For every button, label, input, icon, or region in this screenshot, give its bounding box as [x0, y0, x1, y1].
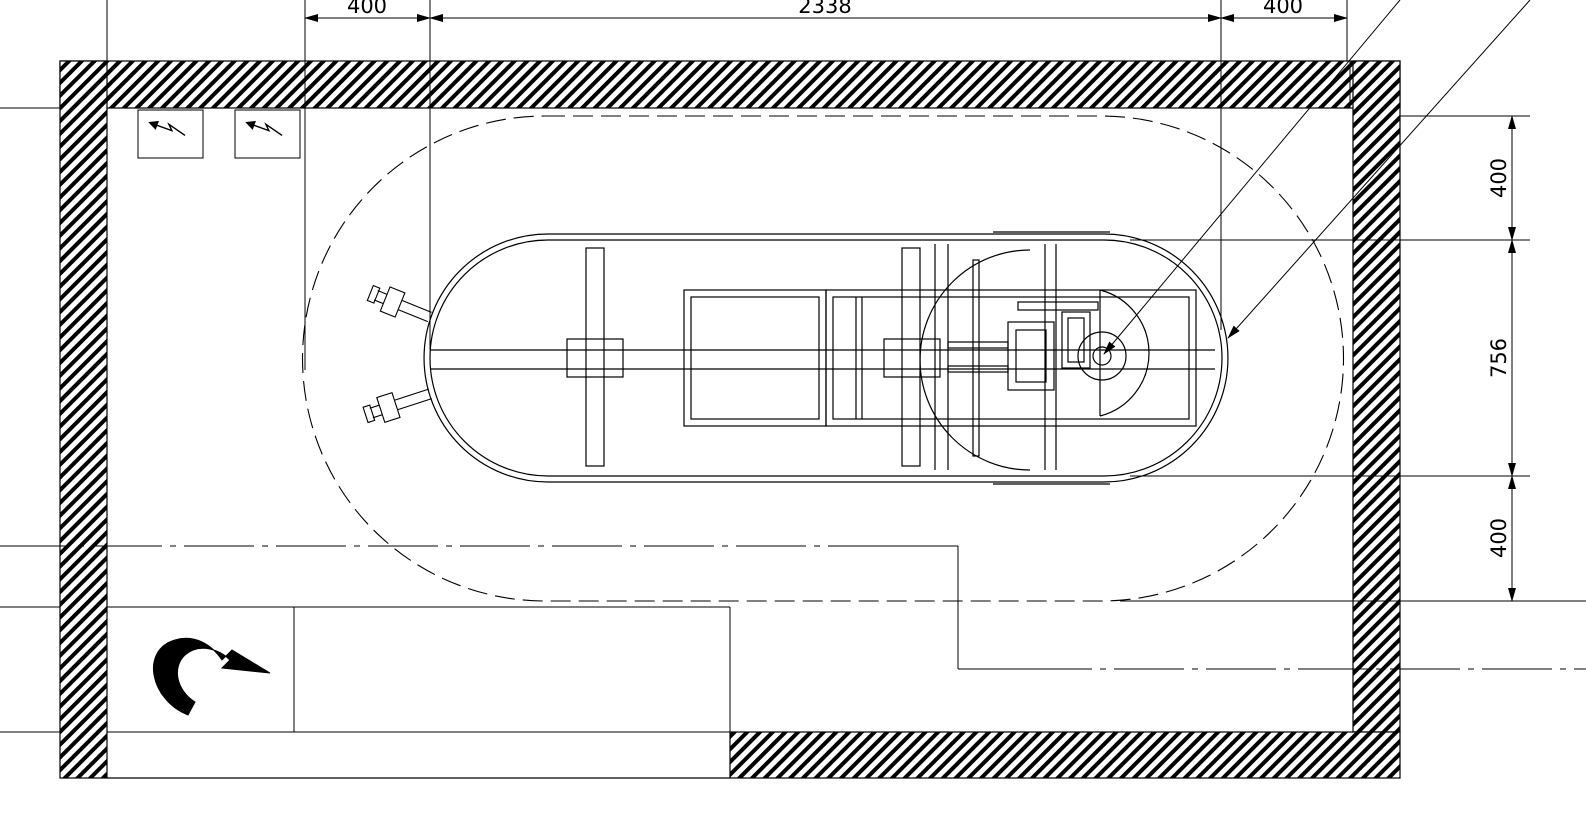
- wall-right: [1352, 60, 1401, 733]
- dim-right-clearance: 400: [1263, 0, 1303, 18]
- wall-left: [59, 60, 108, 779]
- dim-tank-width: 756: [1487, 338, 1511, 378]
- dim-bottom-clearance: 400: [1487, 518, 1511, 558]
- dim-left-clearance: 400: [347, 0, 387, 18]
- dim-top-clearance: 400: [1487, 158, 1511, 198]
- wall-top: [59, 60, 1401, 109]
- curved-arrow-icon: [152, 637, 271, 716]
- tank: [423, 231, 1229, 485]
- electrical-box-2: [234, 109, 301, 159]
- lightning-arrow-icon: [245, 120, 283, 137]
- electrical-box-1: [137, 109, 204, 159]
- valve-upper: [366, 284, 432, 323]
- valve-lower: [362, 388, 432, 424]
- leader-lines: [1103, 0, 1531, 355]
- lightning-arrow-icon: [148, 120, 186, 137]
- clearance-envelope: [302, 115, 1344, 602]
- centerlines: [0, 545, 1586, 670]
- walls: [59, 60, 1401, 779]
- wall-bottom-right: [729, 731, 1401, 779]
- construction-lines: [0, 0, 1586, 733]
- dim-tank-length: 2338: [798, 0, 851, 18]
